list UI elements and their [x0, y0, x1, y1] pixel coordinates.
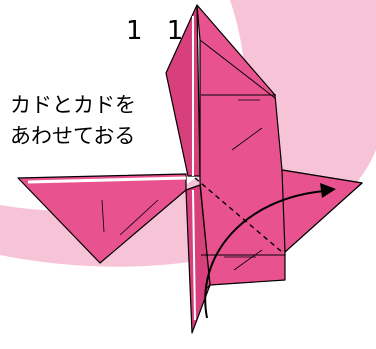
origami-paper-model: [17, 4, 363, 334]
instruction-line-1: カドとカドを: [10, 93, 136, 117]
instruction-line-2: あわせておる: [10, 124, 136, 148]
left-wing-highlight: [27, 176, 187, 184]
step-number: 1 1: [126, 16, 192, 46]
right-wing: [281, 169, 363, 253]
upper-tip: [165, 4, 201, 177]
lower-tip-highlight: [192, 189, 196, 321]
valley-fold-dashed-line: [194, 177, 283, 253]
instruction-text: カドとカドを あわせておる: [10, 90, 136, 152]
fold-direction-arrow: [204, 183, 336, 319]
